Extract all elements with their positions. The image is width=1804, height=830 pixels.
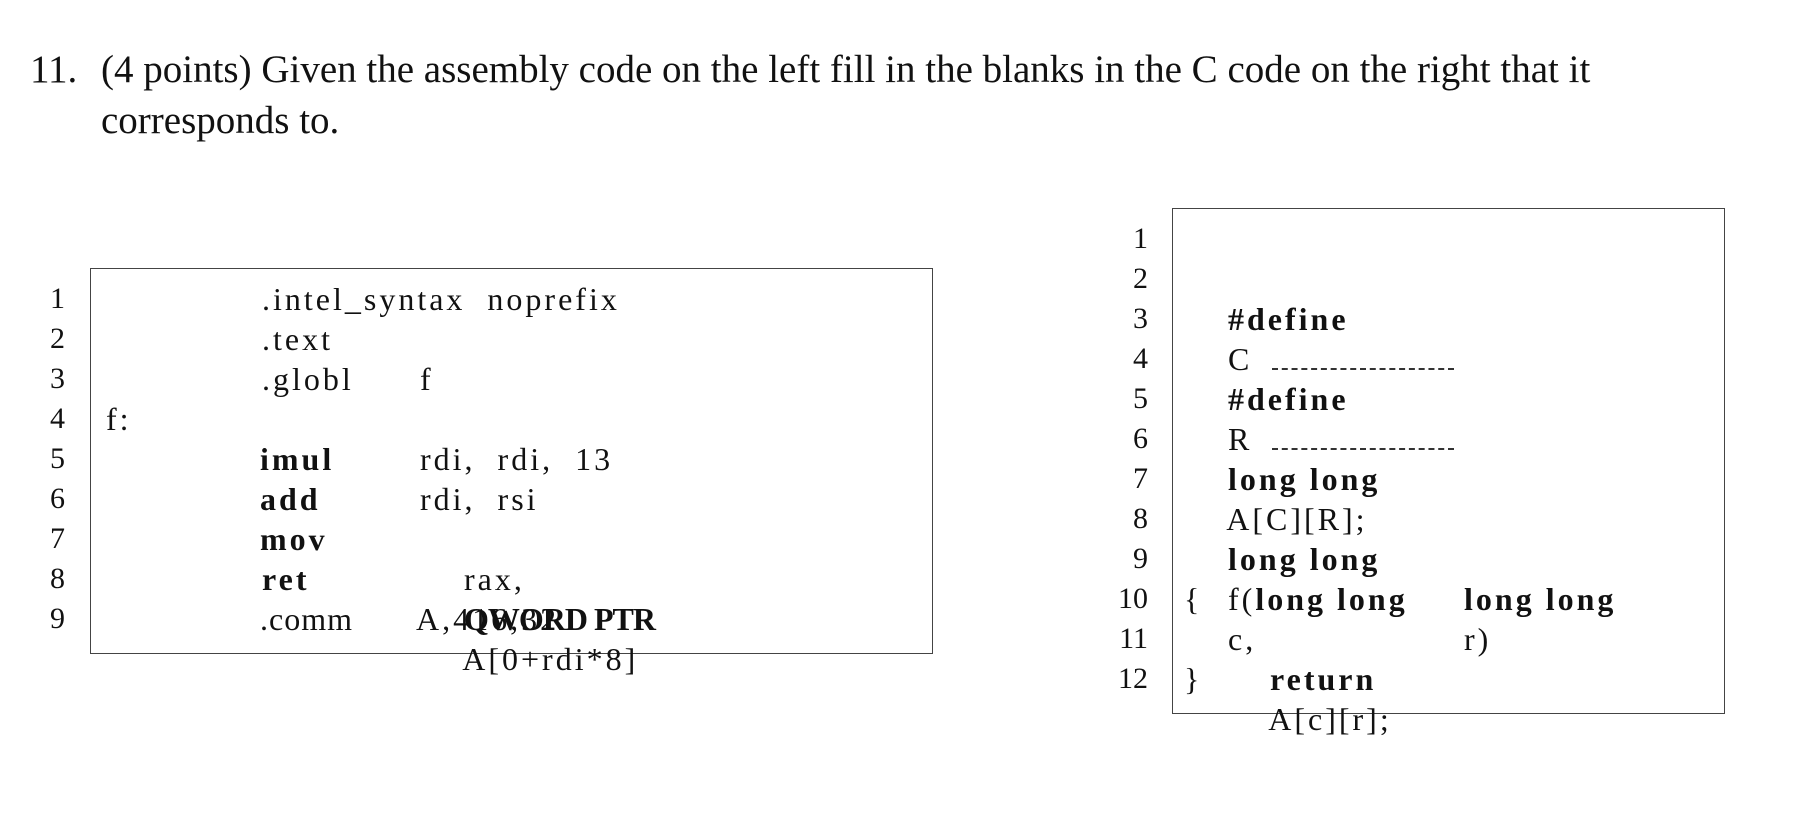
define-c-line: #define C	[1184, 259, 1455, 377]
asm-directive: .intel_syntax noprefix	[262, 281, 620, 317]
asm-directive: .text	[262, 321, 333, 357]
c-line-number: 2	[1133, 262, 1148, 295]
asm-line-number: 5	[50, 442, 65, 475]
c-code-box	[1172, 208, 1725, 714]
param-type-keyword: long long	[1255, 581, 1408, 617]
c-line-number: 5	[1133, 382, 1148, 415]
type-keyword: long long	[1228, 461, 1381, 497]
asm-line-number: 8	[50, 562, 65, 595]
array-declaration-line: long long A[C][R];	[1184, 419, 1380, 537]
return-statement-line: return A[c][r];	[1226, 619, 1392, 737]
asm-line-number: 6	[50, 482, 65, 515]
return-keyword: return	[1270, 661, 1377, 697]
c-line-number: 10	[1118, 582, 1148, 615]
asm-directive: .globl	[262, 361, 354, 397]
return-expression: A[c][r];	[1268, 701, 1392, 737]
function-name: f(	[1228, 581, 1256, 617]
asm-mnemonic: mov	[260, 521, 328, 557]
question-text: (4 points) Given the assembly code on th…	[101, 48, 1591, 142]
asm-mnemonic: add	[260, 481, 321, 517]
asm-operand: rdi, rsi	[420, 481, 539, 517]
asm-mnemonic: ret	[262, 561, 310, 597]
c-line-number: 12	[1118, 662, 1148, 695]
asm-line-number: 7	[50, 522, 65, 555]
c-line-number: 6	[1133, 422, 1148, 455]
c-line-number: 11	[1119, 622, 1148, 655]
define-r-blank	[1272, 436, 1455, 450]
open-brace: {	[1184, 581, 1203, 617]
param-type-keyword: long long	[1464, 581, 1617, 617]
define-c-name: C	[1228, 341, 1253, 377]
question: 11. (4 points) Given the assembly code o…	[30, 44, 1750, 146]
asm-operand: rax, QWORD PTR A[0+rdi*8]	[420, 519, 656, 677]
asm-line-number: 4	[50, 402, 65, 435]
c-line-number: 1	[1133, 222, 1148, 255]
define-c-blank	[1272, 356, 1455, 370]
c-line-number: 4	[1133, 342, 1148, 375]
c-line-number: 9	[1133, 542, 1148, 575]
define-r-line: #define R	[1184, 339, 1455, 457]
define-keyword: #define	[1228, 381, 1349, 417]
define-r-name: R	[1228, 421, 1253, 457]
question-number: 11.	[30, 48, 78, 91]
asm-operand-register: rax,	[464, 561, 525, 597]
param-r: r)	[1464, 621, 1492, 657]
close-brace: }	[1184, 661, 1203, 697]
assembly-code-box	[90, 268, 933, 654]
asm-line-number: 3	[50, 362, 65, 395]
asm-operand-keyword: QWORD PTR	[464, 601, 656, 637]
asm-mnemonic: imul	[260, 441, 335, 477]
asm-label: f:	[106, 401, 132, 437]
asm-line-number: 9	[50, 602, 65, 635]
define-keyword: #define	[1228, 301, 1349, 337]
function-signature-line: long long f(long long c,	[1184, 499, 1408, 657]
return-type-keyword: long long	[1228, 541, 1381, 577]
array-declaration: A[C][R];	[1226, 501, 1368, 537]
asm-directive: .comm	[260, 601, 353, 637]
c-line-number: 8	[1133, 502, 1148, 535]
c-line-number: 3	[1133, 302, 1148, 335]
asm-operand: rdi, rdi, 13	[420, 441, 614, 477]
asm-operand: A,416,32	[416, 601, 560, 637]
asm-line-number: 2	[50, 322, 65, 355]
c-line-number: 7	[1133, 462, 1148, 495]
asm-operand: f	[420, 361, 434, 397]
param-c: c,	[1228, 621, 1257, 657]
function-param-line: long long r)	[1420, 539, 1616, 657]
asm-line-number: 1	[50, 282, 65, 315]
asm-operand-memory: A[0+rdi*8]	[462, 641, 639, 677]
